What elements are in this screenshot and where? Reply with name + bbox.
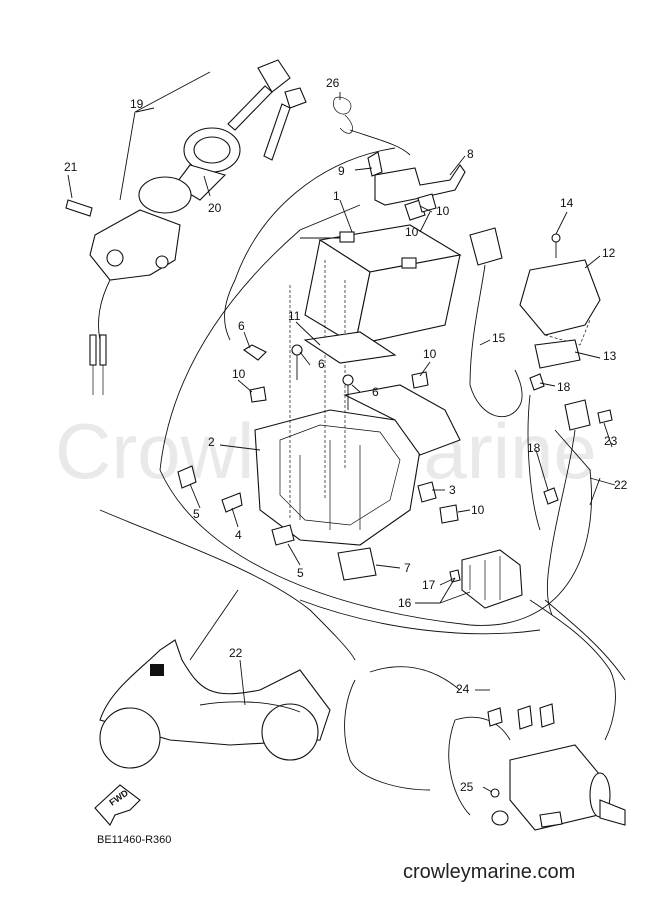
callout-8: 8 — [467, 147, 474, 161]
callout-18-b: 18 — [527, 441, 541, 455]
battery-band — [367, 151, 466, 221]
callout-5-a: 5 — [193, 507, 200, 521]
diagram-code: BE11460-R360 — [97, 834, 171, 846]
callout-22-a: 22 — [614, 478, 628, 492]
fuse-box — [449, 549, 523, 609]
fuse-holder — [469, 227, 523, 418]
callout-16: 16 — [398, 596, 412, 610]
pads-10 — [249, 371, 459, 524]
bolts-6 — [243, 344, 354, 410]
inset-divider-curve — [99, 509, 356, 661]
footer-url: crowleymarine.com — [403, 861, 575, 883]
callout-21: 21 — [64, 160, 78, 174]
callout-24: 24 — [456, 682, 470, 696]
callout-12: 12 — [602, 246, 616, 260]
inset-pointer-line — [189, 589, 239, 661]
callout-17: 17 — [422, 578, 436, 592]
battery-location-marker — [150, 664, 164, 676]
callout-25: 25 — [460, 780, 474, 794]
forward-arrow: FWD — [94, 784, 141, 826]
callout-14: 14 — [560, 196, 574, 210]
callout-6-b: 6 — [318, 357, 325, 371]
callout-22-b: 22 — [229, 646, 243, 660]
callout-19: 19 — [130, 97, 144, 111]
callout-6-c: 6 — [372, 385, 379, 399]
callout-10-e: 10 — [471, 503, 485, 517]
callout-1: 1 — [333, 189, 340, 203]
callout-10-c: 10 — [423, 347, 437, 361]
callout-20: 20 — [208, 201, 222, 215]
ecu-block — [337, 547, 377, 581]
callout-2: 2 — [208, 435, 215, 449]
callout-labels: 26 19 21 20 9 8 1 10 10 14 12 11 6 6 6 1… — [64, 76, 628, 794]
battery-box — [254, 260, 461, 546]
callout-3: 3 — [449, 483, 456, 497]
harness-boundary-outline — [159, 204, 592, 626]
cover-panel — [303, 331, 397, 364]
relay-cover — [519, 233, 601, 369]
callout-10-b: 10 — [405, 225, 419, 239]
callout-26: 26 — [326, 76, 340, 90]
callout-13: 13 — [603, 349, 617, 363]
harness-boundary-lower — [299, 599, 541, 635]
callout-4: 4 — [235, 528, 242, 542]
callout-23: 23 — [604, 434, 618, 448]
bolts-18 — [527, 373, 559, 531]
callout-10-d: 10 — [232, 367, 246, 381]
starter-motor — [448, 703, 626, 831]
callout-18-a: 18 — [557, 380, 571, 394]
callout-11: 11 — [288, 309, 301, 323]
dampers-5 — [177, 465, 437, 546]
wire-clip-26 — [224, 96, 411, 341]
battery — [300, 224, 462, 346]
wire-harness-22 — [344, 599, 626, 791]
callout-9: 9 — [338, 164, 345, 178]
callout-15: 15 — [492, 331, 506, 345]
callout-6-a: 6 — [238, 319, 245, 333]
scooter-inset — [99, 639, 331, 769]
callout-10-a: 10 — [436, 204, 450, 218]
main-switch-assembly — [65, 59, 307, 395]
connector-23 — [546, 399, 613, 616]
callout-7: 7 — [404, 561, 411, 575]
leader-lines — [135, 92, 616, 793]
callout-5-b: 5 — [297, 566, 304, 580]
